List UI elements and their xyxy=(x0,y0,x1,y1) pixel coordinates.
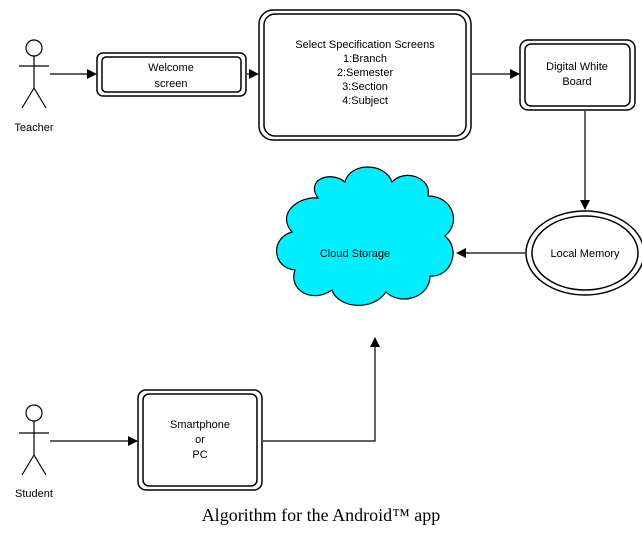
device-line-3: PC xyxy=(192,449,207,461)
cloud-storage-node: Cloud Storage xyxy=(276,166,455,306)
device-node: Smartphone or PC xyxy=(137,389,263,491)
cloud-shape xyxy=(276,166,455,306)
select-specification-node: Select Specification Screens 1:Branch 2:… xyxy=(258,9,472,141)
local-memory-node: Local Memory xyxy=(525,210,642,296)
select-title: Select Specification Screens xyxy=(295,39,435,51)
student-actor: Student xyxy=(15,404,53,500)
welcome-line-1: Welcome xyxy=(148,62,194,74)
select-item-semester: 2:Semester xyxy=(337,67,394,79)
welcome-screen-node: Welcome screen xyxy=(96,52,247,97)
whiteboard-line-1: Digital White xyxy=(546,61,608,73)
student-label: Student xyxy=(15,488,53,500)
teacher-label: Teacher xyxy=(14,122,53,134)
select-item-subject: 4:Subject xyxy=(342,95,388,107)
select-item-branch: 1:Branch xyxy=(343,53,387,65)
select-item-section: 3:Section xyxy=(342,81,388,93)
device-line-2: or xyxy=(195,434,205,446)
cloud-label: Cloud Storage xyxy=(320,248,390,260)
whiteboard-line-2: Board xyxy=(562,76,591,88)
digital-whiteboard-node: Digital White Board xyxy=(519,39,636,111)
device-line-1: Smartphone xyxy=(170,419,230,431)
local-memory-label: Local Memory xyxy=(550,248,620,260)
arrow-device-to-cloud xyxy=(263,337,380,442)
figure-caption: Algorithm for the Android™ app xyxy=(202,505,441,525)
welcome-line-2: screen xyxy=(154,78,187,90)
teacher-actor: Teacher xyxy=(14,39,54,134)
